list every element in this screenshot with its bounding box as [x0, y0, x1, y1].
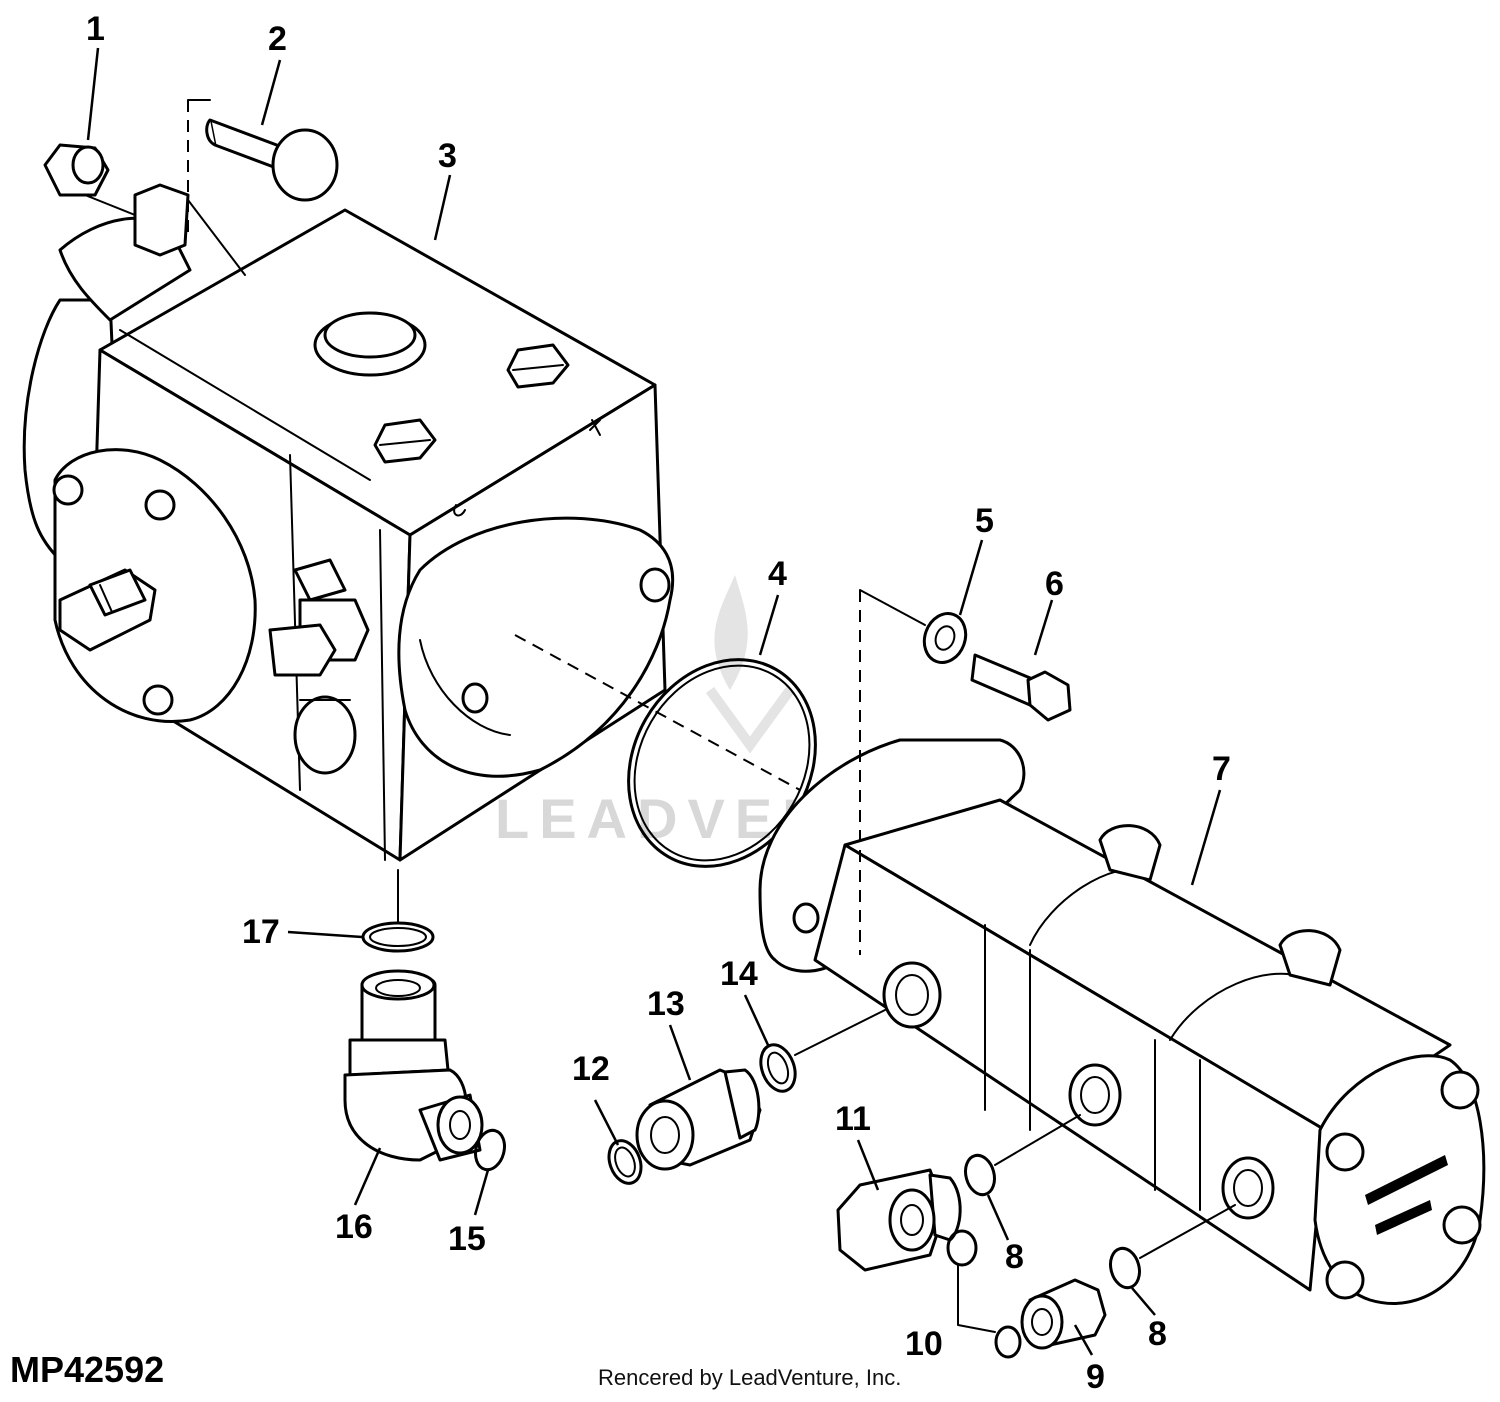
part-3-pump-housing — [22, 208, 675, 862]
callout-1: 1 — [86, 10, 105, 48]
callout-10: 10 — [905, 1325, 943, 1363]
part-2-bolt — [205, 118, 339, 202]
callout-6: 6 — [1045, 565, 1064, 603]
callout-7: 7 — [1212, 750, 1231, 788]
callout-5: 5 — [975, 502, 994, 540]
callout-3: 3 — [438, 137, 457, 175]
callout-11: 11 — [835, 1100, 871, 1138]
top-plug-left — [373, 418, 437, 464]
callout-8-upper: 8 — [1005, 1238, 1024, 1276]
input-shaft — [58, 568, 157, 652]
part-8-o-rings — [964, 1114, 1236, 1290]
part-1-nut — [43, 143, 136, 216]
callout-8-lower: 8 — [1148, 1315, 1167, 1353]
callout-16: 16 — [335, 1208, 373, 1246]
callout-13: 13 — [647, 985, 685, 1023]
callout-2: 2 — [268, 20, 287, 58]
part-9-fitting — [1020, 1278, 1107, 1350]
part-10-o-rings — [946, 1229, 1022, 1359]
side-fittings — [268, 558, 370, 775]
callout-15: 15 — [448, 1220, 486, 1258]
part-6-bolt — [970, 653, 1072, 722]
callout-14: 14 — [720, 955, 758, 993]
callout-9: 9 — [1086, 1358, 1105, 1396]
part-15-o-ring — [474, 1128, 506, 1172]
part-17-o-ring — [361, 869, 435, 953]
part-5-washer — [922, 612, 968, 664]
mounting-stud — [133, 183, 190, 257]
top-plug-right — [506, 343, 570, 389]
leader-lines — [86, 47, 1222, 1356]
render-credit: Rencered by LeadVenture, Inc. — [598, 1365, 901, 1390]
part-11-fitting — [836, 1168, 962, 1272]
part-16-elbow-fitting — [343, 969, 484, 1162]
callout-17: 17 — [242, 913, 280, 951]
callout-4: 4 — [768, 555, 787, 593]
part-14-o-ring — [759, 1043, 797, 1093]
callout-12: 12 — [572, 1050, 610, 1088]
figure-code: MP42592 — [10, 1349, 164, 1390]
part-13-adapter-fitting — [635, 1068, 762, 1171]
callout-labels: 1 2 3 4 5 6 7 8 8 9 10 11 12 13 14 15 16… — [86, 10, 1231, 1396]
part-7-gear-pump — [758, 738, 1486, 1305]
